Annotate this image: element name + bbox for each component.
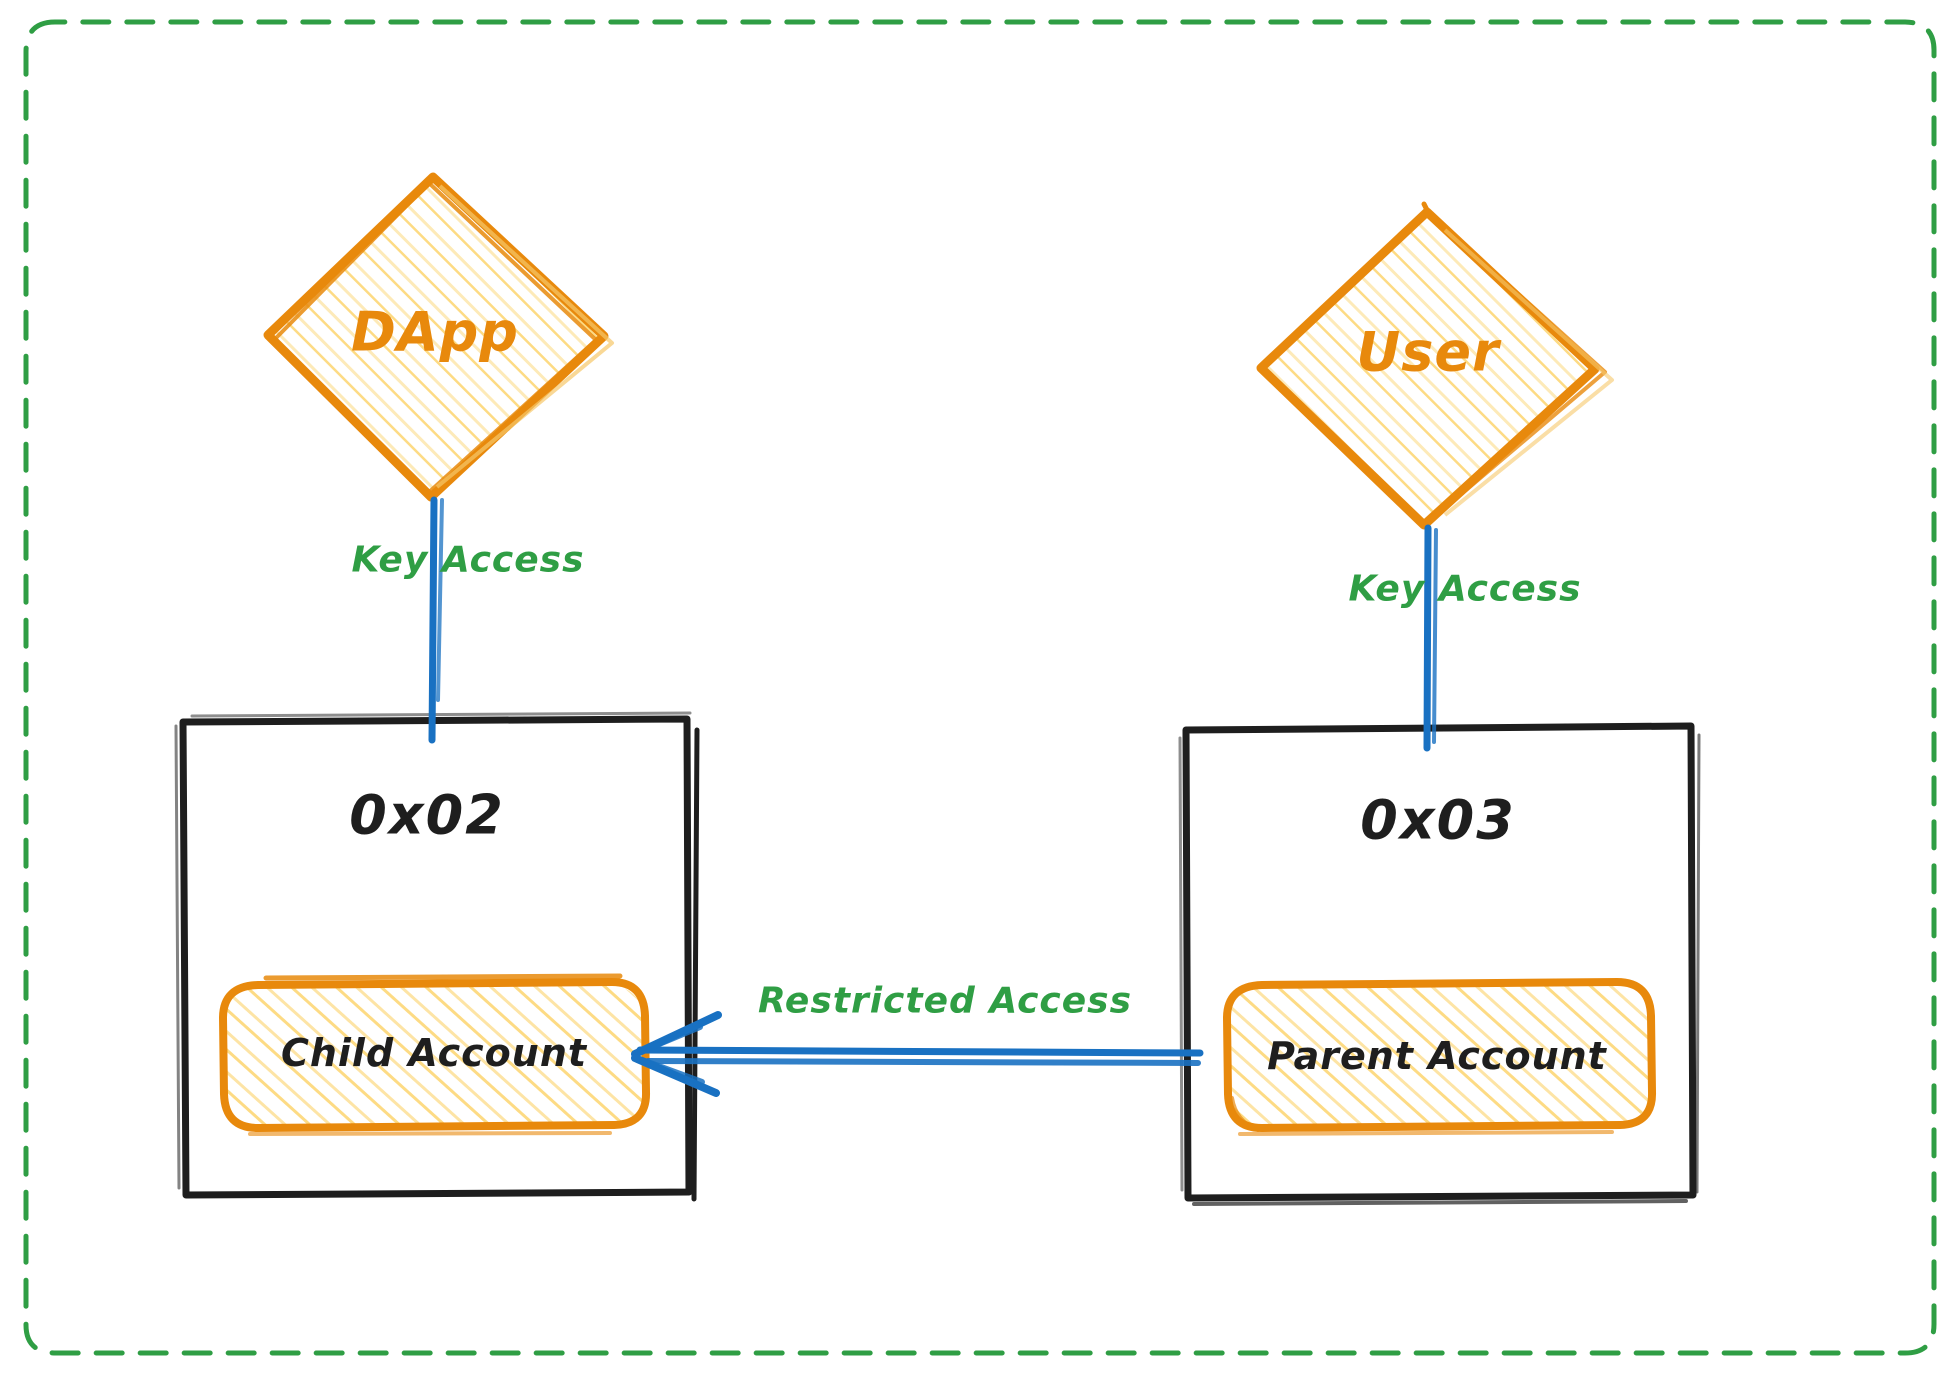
dashed-green-frame (23, 19, 1937, 1356)
edge-user-to-parent-box[interactable] (1423, 524, 1438, 752)
edge-parent-to-child-account[interactable] (631, 1011, 1204, 1097)
parent-account-box[interactable] (1223, 978, 1657, 1136)
child-account-box[interactable] (219, 973, 651, 1136)
edge-dapp-to-child-box[interactable] (428, 496, 444, 744)
user-diamond[interactable] (1256, 201, 1614, 530)
dapp-diamond[interactable] (263, 172, 614, 502)
